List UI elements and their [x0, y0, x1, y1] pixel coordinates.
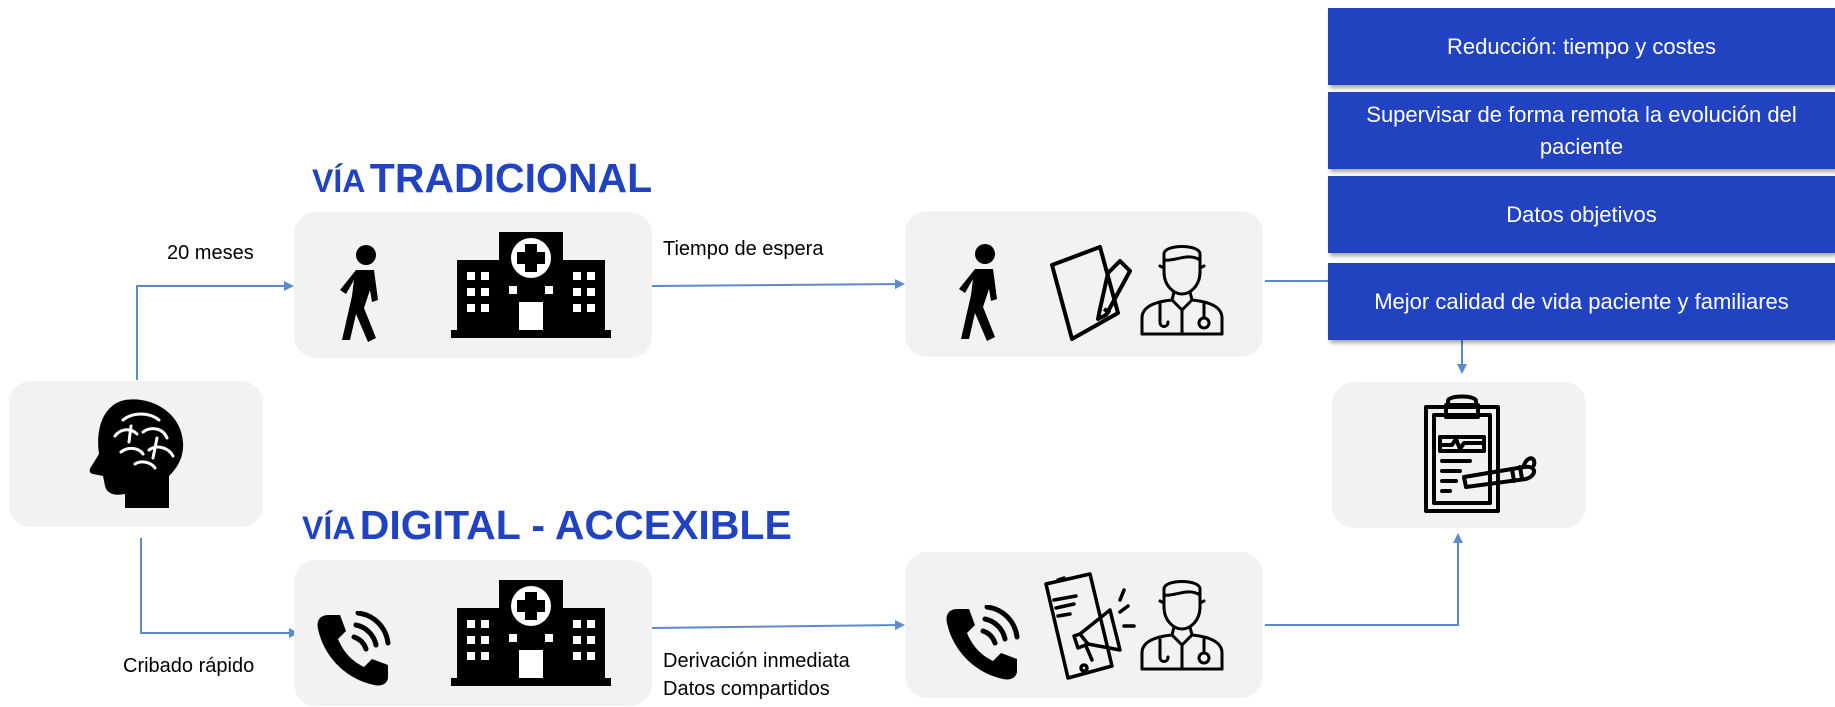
- doctor-icon: [1140, 580, 1224, 671]
- phone-call-icon: [317, 611, 391, 686]
- hospital-icon: [451, 580, 611, 686]
- brain-head-icon: [89, 399, 184, 508]
- arrow-digital-hospital-to-doctor: [651, 620, 905, 631]
- notepad-icon: [1050, 245, 1132, 341]
- walking-person-icon: [959, 244, 997, 341]
- hospital-icon: [451, 232, 611, 338]
- arrow-digital-doctor-to-report: [1265, 533, 1463, 626]
- phone-call-icon: [946, 605, 1020, 680]
- walking-person-icon: [340, 245, 378, 342]
- heading-digital: VÍA DIGITAL - ACCEXIBLE: [302, 502, 792, 549]
- label-immediate-referral: Derivación inmediata: [663, 650, 850, 672]
- doctor-icon: [1140, 245, 1224, 336]
- heading-traditional: VÍA TRADICIONAL: [312, 155, 652, 202]
- arrow-head-to-digital: [140, 538, 299, 638]
- heading-digital-title: DIGITAL - ACCEXIBLE: [359, 502, 792, 548]
- heading-traditional-title: TRADICIONAL: [369, 155, 653, 201]
- label-waiting-time: Tiempo de espera: [663, 238, 824, 260]
- label-shared-data: Datos compartidos: [663, 678, 830, 700]
- heading-digital-prefix: VÍA: [302, 510, 356, 546]
- clipboard-report-icon: [1424, 394, 1537, 513]
- arrow-hospital-to-doctor: [651, 279, 905, 290]
- benefit-time-costs: Reducción: tiempo y costes: [1328, 8, 1835, 85]
- arrow-head-to-traditional: [136, 281, 294, 380]
- mobile-megaphone-icon: [1044, 572, 1136, 680]
- benefit-remote-monitoring: Supervisar de forma remota la evolución …: [1328, 92, 1835, 169]
- heading-traditional-prefix: VÍA: [312, 163, 366, 199]
- benefit-objective-data: Datos objetivos: [1328, 176, 1835, 253]
- benefit-quality-of-life: Mejor calidad de vida paciente y familia…: [1328, 263, 1835, 340]
- label-traditional-time: 20 meses: [167, 242, 254, 264]
- label-quick-screening: Cribado rápido: [123, 655, 255, 677]
